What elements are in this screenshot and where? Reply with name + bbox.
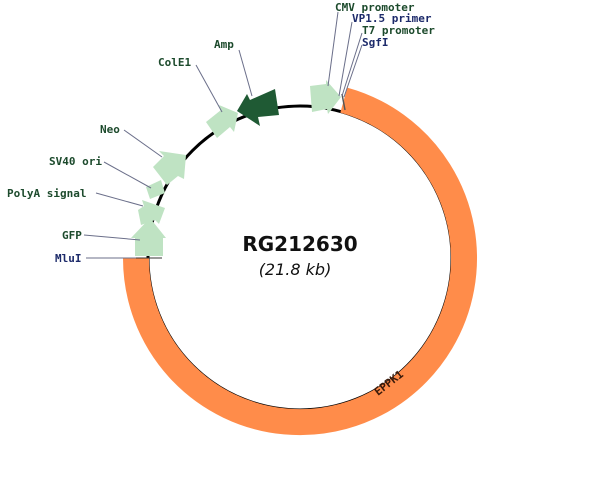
leader-sv40 xyxy=(103,161,152,189)
leader-cole1 xyxy=(195,64,223,113)
label-sgfi: SgfI xyxy=(362,36,389,49)
label-polya-signal: PolyA signal xyxy=(7,187,86,200)
leader-polya xyxy=(95,192,144,207)
feature-arrow-cmv xyxy=(310,80,341,114)
label-gfp: GFP xyxy=(62,229,82,242)
plasmid-name: RG212630 xyxy=(242,232,357,256)
leader-sgfi xyxy=(343,44,363,98)
leader-t7 xyxy=(341,32,363,97)
label-sv40-ori: SV40 ori xyxy=(49,155,102,168)
feature-arrow-amp xyxy=(237,89,279,126)
leader-neo xyxy=(123,129,163,158)
feature-arrow-gfp xyxy=(131,218,166,256)
feature-arrow-neo xyxy=(153,151,186,185)
feature-arrow-polya xyxy=(138,200,165,225)
leader-gfp xyxy=(83,234,141,241)
leader-amp xyxy=(238,49,253,97)
leader-vp15 xyxy=(338,21,353,97)
label-mlui: MluI xyxy=(55,252,82,265)
label-vp15-primer: VP1.5 primer xyxy=(352,12,432,25)
feature-arrow-cole1 xyxy=(206,105,238,138)
leader-cmv xyxy=(327,11,339,87)
label-neo: Neo xyxy=(100,123,120,136)
plasmid-size: (21.8 kb) xyxy=(259,260,332,279)
backbone-circle xyxy=(146,104,454,412)
leader-lines xyxy=(83,11,363,259)
site-tick-sgfi xyxy=(341,93,346,111)
label-cole1: ColE1 xyxy=(158,56,191,69)
label-t7-promoter: T7 promoter xyxy=(362,24,435,37)
insert-arc-eppk1 xyxy=(123,87,477,436)
label-cmv-promoter: CMV promoter xyxy=(335,1,415,14)
label-amp: Amp xyxy=(214,38,234,51)
feature-arrow-sv40 xyxy=(146,180,165,199)
